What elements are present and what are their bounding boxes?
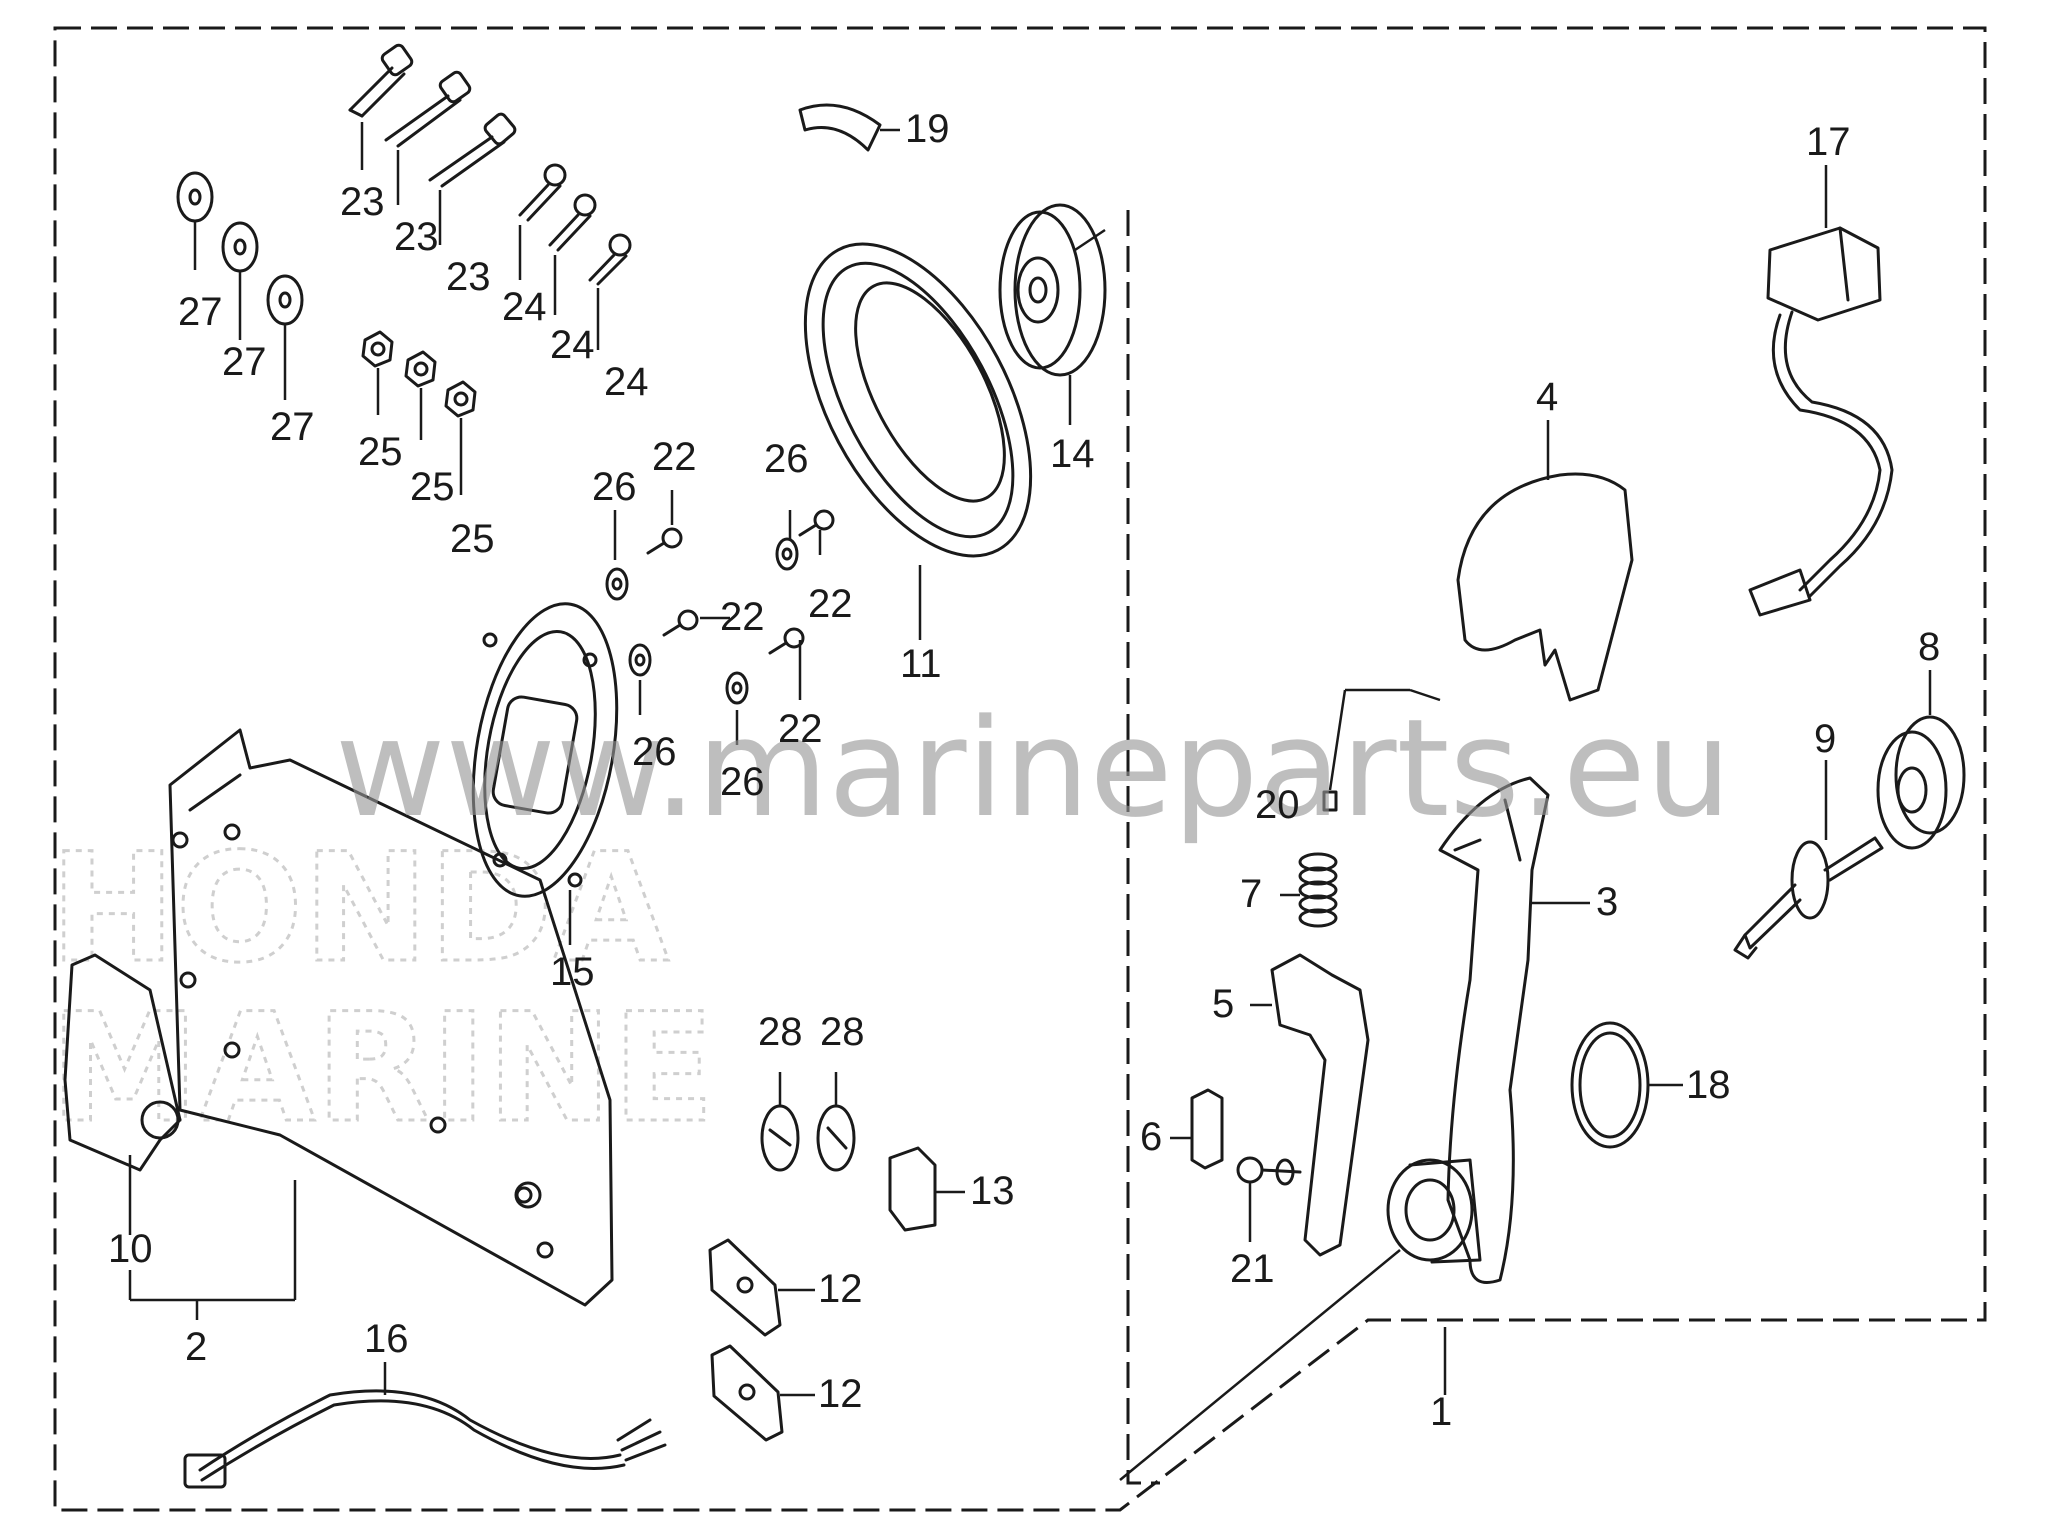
callout-1: 1 (1430, 1390, 1452, 1434)
ghost-logo-line2: MARINE (50, 982, 715, 1156)
part-10-boss (140, 1100, 180, 1140)
nut-25-group (361, 330, 477, 418)
callout-7: 7 (1240, 872, 1262, 916)
part-3-lever (1438, 776, 1550, 1284)
callout-26d: 26 (720, 760, 765, 804)
callout-25b: 25 (410, 465, 455, 509)
callout-9: 9 (1814, 717, 1836, 761)
callout-22b: 22 (808, 582, 853, 626)
outer-group-frame (53, 26, 1987, 1512)
callout-26a: 26 (592, 465, 637, 509)
bolt-23-group (348, 43, 517, 188)
part-11-ring (803, 242, 1033, 558)
watermark: www.marineparts.eu (335, 690, 1731, 847)
callout-3: 3 (1596, 880, 1618, 924)
callout-17: 17 (1806, 120, 1851, 164)
callout-25a: 25 (358, 430, 403, 474)
callout-24c: 24 (604, 360, 649, 404)
callout-23b: 23 (394, 215, 439, 259)
screw-24-group (518, 163, 632, 286)
part-8-bushing (1876, 715, 1966, 850)
part-13-block (888, 1146, 937, 1232)
callout-24a: 24 (502, 285, 547, 329)
callout-2: 2 (185, 1325, 207, 1369)
part-14-pulley (998, 203, 1107, 377)
callout-20: 20 (1255, 783, 1300, 827)
part-10-cover (63, 953, 182, 1172)
leader-lines (128, 122, 1932, 1481)
callout-27b: 27 (222, 340, 267, 384)
lever-hub (1386, 1158, 1482, 1264)
callout-26b: 26 (764, 437, 809, 481)
part-28-clips (760, 1104, 856, 1172)
callout-23c: 23 (446, 255, 491, 299)
callout-16: 16 (364, 1317, 409, 1361)
part-5-arm (1270, 953, 1370, 1257)
part-12-plates (708, 1238, 784, 1442)
callout-28b: 28 (820, 1010, 865, 1054)
part-19-strip (798, 103, 882, 152)
part-17-switch (1748, 226, 1894, 617)
callout-26c: 26 (632, 730, 677, 774)
callout-8: 8 (1918, 625, 1940, 669)
callout-21: 21 (1230, 1247, 1275, 1291)
part-18-oring (1570, 1021, 1650, 1149)
callout-6: 6 (1140, 1115, 1162, 1159)
part-7-spring (1298, 852, 1338, 928)
callout-19: 19 (905, 107, 950, 151)
part-16-harness (183, 1389, 667, 1489)
callout-24b: 24 (550, 323, 595, 367)
callout-12b: 12 (818, 1372, 863, 1416)
callout-27c: 27 (270, 405, 315, 449)
part-15-plate (471, 602, 619, 898)
callout-13: 13 (970, 1169, 1015, 1213)
part-9-shaft (1733, 836, 1884, 960)
callout-28a: 28 (758, 1010, 803, 1054)
background-logo: HONDA MARINE (49, 821, 717, 1158)
callout-numbers: 1 2 3 4 5 6 7 8 9 10 11 12 12 13 14 15 1… (108, 107, 1940, 1434)
callout-10: 10 (108, 1227, 153, 1271)
washer-27-group (176, 171, 304, 326)
part-20-screw (1322, 790, 1338, 812)
fasteners-22-26 (605, 509, 835, 705)
callout-27a: 27 (178, 290, 223, 334)
callout-18: 18 (1686, 1063, 1731, 1107)
part-21-bolt (1236, 1156, 1302, 1186)
callout-14: 14 (1050, 432, 1095, 476)
callout-5: 5 (1212, 982, 1234, 1026)
part-4-cover (1456, 472, 1634, 702)
callout-23a: 23 (340, 180, 385, 224)
sub-assembly-frame (1126, 210, 1160, 1485)
callout-22c: 22 (720, 595, 765, 639)
part-2-housing (168, 728, 614, 1307)
callout-15: 15 (550, 950, 595, 994)
part-6-block (1190, 1088, 1224, 1170)
callout-22d: 22 (778, 707, 823, 751)
callout-11: 11 (900, 642, 942, 686)
callout-25c: 25 (450, 517, 495, 561)
callout-12a: 12 (818, 1267, 863, 1311)
callout-22a: 22 (652, 435, 697, 479)
callout-4: 4 (1536, 375, 1558, 419)
